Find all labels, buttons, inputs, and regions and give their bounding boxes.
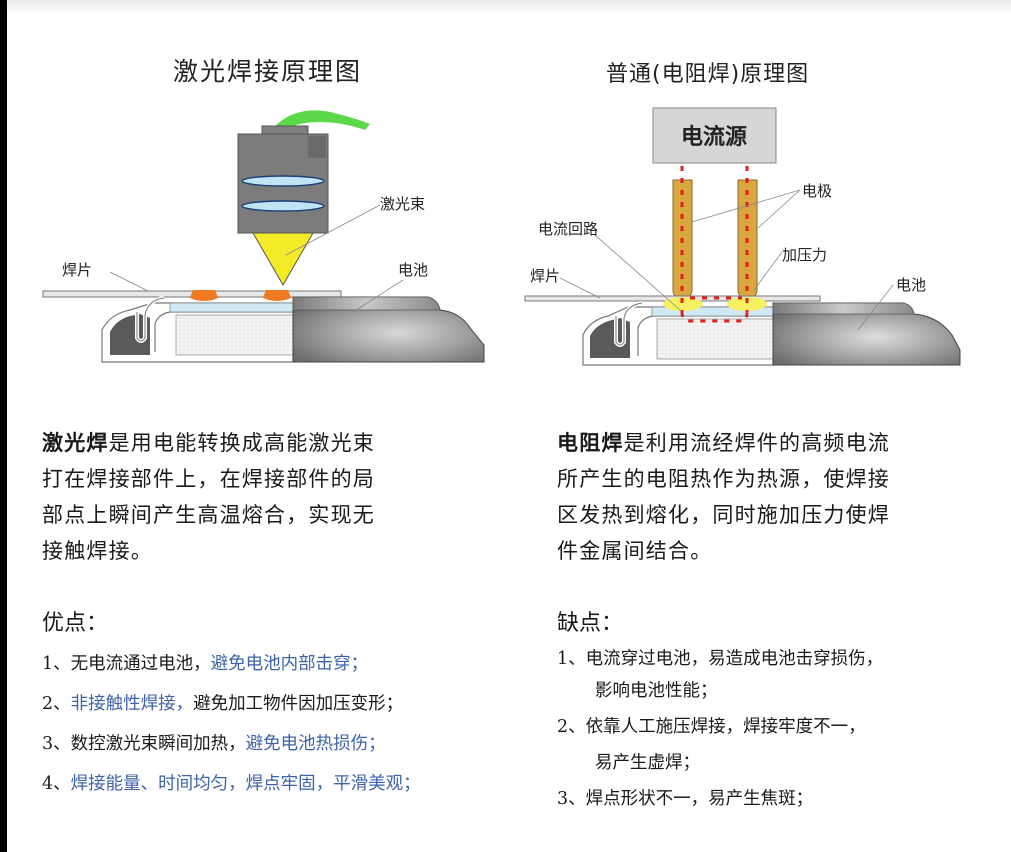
description-line-2: 打在焊接部件上，在焊接部件的局 — [42, 467, 375, 491]
label-weld-tab: 焊片 — [530, 267, 560, 285]
weld-spot-icon — [190, 290, 218, 301]
description-line-1: 激光焊是用电能转换成高能激光束 — [42, 431, 376, 455]
description-line-4: 件金属间结合。 — [557, 539, 713, 563]
laser-welding-title: 激光焊接原理图 — [173, 57, 363, 86]
disadvantages-list: 1、电流穿过电池，易造成电池击穿损伤， 影响电池性能； 2、依靠人工施压焊接，焊… — [557, 643, 883, 819]
label-current-loop: 电流回路 — [538, 220, 598, 238]
disadvantage-item-continued: 易产生虚焊； — [595, 753, 700, 773]
label-weld-tab: 焊片 — [62, 261, 92, 279]
label-pressure: 加压力 — [782, 246, 827, 264]
label-power-source: 电流源 — [681, 124, 747, 150]
power-source-box: 电流源 — [652, 107, 777, 164]
advantage-item: 4、焊接能量、时间均匀，焊点牢固，平滑美观； — [42, 774, 421, 794]
advantages-heading: 优点： — [42, 611, 109, 636]
resistance-welding-title: 普通(电阻焊)原理图 — [606, 62, 810, 87]
description-line-3: 区发热到熔化，同时施加压力使焊 — [557, 503, 890, 527]
resistance-welding-diagram: 电流源 电极 电流回路 加压力 焊片 电池 — [524, 107, 961, 366]
label-battery: 电池 — [896, 276, 926, 294]
contact-spot-icon — [727, 297, 767, 311]
resistance-welding-description: 电阻焊是利用流经焊件的高频电流 所产生的电阻热作为热源，使焊接 区发热到熔化，同… — [557, 425, 1007, 569]
description-line-3: 部点上瞬间产生高温熔合，实现无 — [42, 503, 375, 527]
laser-welding-diagram: 激光束 焊片 电池 — [42, 110, 485, 363]
disadvantages-heading: 缺点： — [557, 611, 624, 636]
top-shadow — [7, 0, 1011, 14]
advantage-item: 3、数控激光束瞬间加热，避免电池热损伤； — [42, 734, 386, 754]
label-battery: 电池 — [398, 261, 428, 279]
current-loop-path — [680, 166, 749, 323]
laser-welding-description: 激光焊是用电能转换成高能激光束 打在焊接部件上，在焊接部件的局 部点上瞬间产生高… — [42, 425, 512, 569]
label-electrode: 电极 — [802, 182, 832, 200]
label-laser-beam: 激光束 — [380, 195, 425, 213]
term-laser-welding: 激光焊 — [42, 431, 109, 455]
advantages-list: 1、无电流通过电池，避免电池内部击穿； 2、非接触性焊接，避免加工物件因加压变形… — [42, 644, 421, 804]
description-line-4: 接触焊接。 — [42, 539, 153, 563]
laser-head-icon — [237, 125, 329, 234]
window-left-edge — [0, 0, 7, 852]
contact-spot-icon — [663, 297, 703, 311]
cable-icon — [273, 110, 370, 134]
weld-spot-icon — [263, 290, 291, 301]
disadvantage-item: 1、电流穿过电池，易造成电池击穿损伤， — [557, 649, 884, 669]
description-line-1: 电阻焊是利用流经焊件的高频电流 — [557, 431, 891, 455]
laser-beam-icon — [252, 232, 314, 287]
term-resistance-welding: 电阻焊 — [557, 431, 624, 455]
disadvantage-item-continued: 影响电池性能； — [595, 681, 718, 701]
advantage-item: 2、非接触性焊接，避免加工物件因加压变形； — [42, 694, 404, 714]
disadvantage-item: 2、依靠人工施压焊接，焊接牢度不一， — [557, 717, 866, 737]
advantage-item: 1、无电流通过电池，避免电池内部击穿； — [42, 654, 369, 674]
description-line-2: 所产生的电阻热作为热源，使焊接 — [557, 467, 890, 491]
disadvantage-item: 3、焊点形状不一，易产生焦斑； — [557, 789, 814, 809]
